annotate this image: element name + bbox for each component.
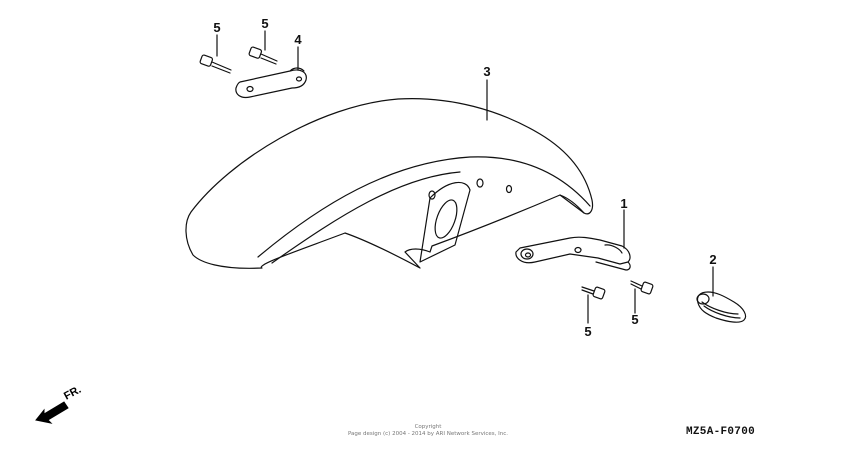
callout-1[interactable]: 1 <box>620 196 628 211</box>
bolt-bottom-right-drawing[interactable] <box>630 280 654 295</box>
bolt-top-right-drawing[interactable] <box>248 46 278 65</box>
copyright-line-1: Copyright <box>414 424 442 430</box>
callout-5d[interactable]: 5 <box>631 312 639 327</box>
callout-5c[interactable]: 5 <box>584 324 592 339</box>
callout-5b[interactable]: 5 <box>261 16 269 31</box>
callout-3[interactable]: 3 <box>483 64 491 79</box>
callout-4[interactable]: 4 <box>294 32 302 47</box>
diagram-code: MZ5A-F0700 <box>686 426 756 438</box>
hose-clamp-drawing[interactable] <box>696 291 747 323</box>
bolt-top-left-drawing[interactable] <box>199 54 232 74</box>
copyright-notice: Copyright Page design (c) 2004 - 2014 by… <box>338 424 518 438</box>
stay-bracket-drawing[interactable] <box>515 236 631 271</box>
callout-2[interactable]: 2 <box>709 252 717 267</box>
callout-5a[interactable]: 5 <box>213 20 221 35</box>
fender-stay-drawing[interactable] <box>235 67 307 99</box>
front-direction-arrow-icon <box>35 401 69 424</box>
copyright-line-2: Page design (c) 2004 - 2014 by ARI Netwo… <box>347 431 509 437</box>
front-fender-drawing[interactable] <box>185 98 594 269</box>
bolt-bottom-left-drawing[interactable] <box>581 286 606 300</box>
